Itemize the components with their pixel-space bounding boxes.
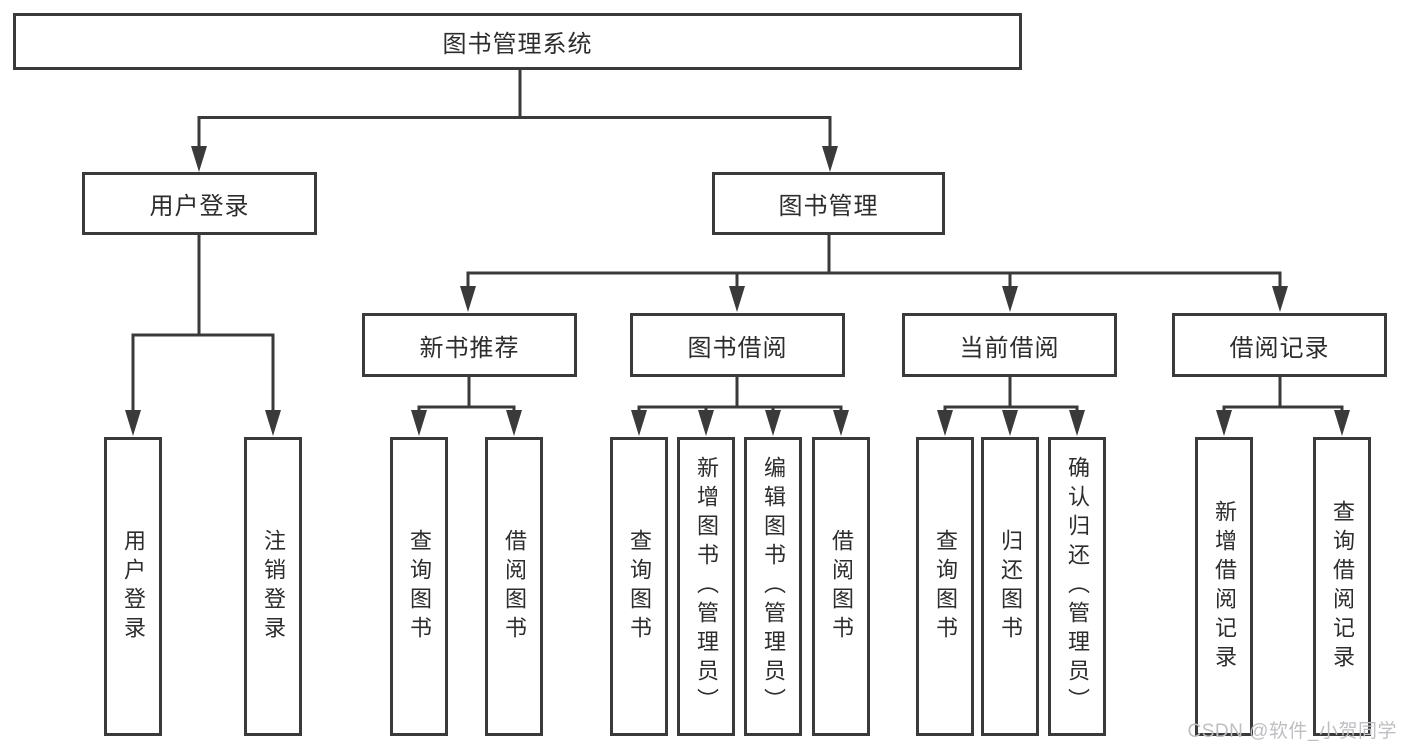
leaf-add-book-admin: 新增图书（管理员） — [677, 437, 735, 736]
node-label: 图书管理系统 — [442, 31, 593, 58]
leaf-return-book: 归还图书 — [981, 437, 1039, 736]
node-label: 查询图书 — [407, 528, 432, 645]
node-new-book-recommend: 新书推荐 — [362, 313, 577, 377]
leaf-confirm-return-admin: 确认归还（管理员） — [1048, 437, 1106, 736]
leaf-borrow-books: 借阅图书 — [812, 437, 870, 736]
leaf-query-books-recommend: 查询图书 — [390, 437, 448, 736]
node-label: 注销登录 — [261, 528, 286, 645]
node-label: 确认归还（管理员） — [1065, 456, 1090, 717]
leaf-edit-book-admin: 编辑图书（管理员） — [744, 437, 802, 736]
node-label: 用户登录 — [121, 528, 146, 645]
node-book-management: 图书管理 — [712, 172, 945, 235]
leaf-user-login: 用户登录 — [104, 437, 162, 736]
node-label: 新书推荐 — [419, 334, 520, 362]
leaf-query-borrow-record: 查询借阅记录 — [1313, 437, 1371, 736]
node-label: 归还图书 — [998, 528, 1023, 645]
watermark: CSDN @软件_小贺同学 — [1187, 721, 1397, 742]
node-root: 图书管理系统 — [13, 13, 1022, 70]
node-user-login: 用户登录 — [82, 172, 317, 235]
node-borrow-records: 借阅记录 — [1172, 313, 1387, 377]
node-label: 借阅图书 — [829, 528, 854, 645]
node-label: 查询图书 — [627, 528, 652, 645]
node-label: 图书管理 — [778, 193, 879, 220]
node-label: 图书借阅 — [687, 334, 788, 362]
node-label: 借阅记录 — [1229, 334, 1330, 362]
leaf-logout: 注销登录 — [244, 437, 302, 736]
leaf-add-borrow-record: 新增借阅记录 — [1195, 437, 1253, 736]
node-current-borrow: 当前借阅 — [902, 313, 1117, 377]
node-label: 当前借阅 — [959, 334, 1060, 362]
node-label: 查询图书 — [933, 528, 958, 645]
node-label: 编辑图书（管理员） — [761, 456, 786, 717]
leaf-borrow-books-recommend: 借阅图书 — [485, 437, 543, 736]
leaf-query-books-borrow: 查询图书 — [610, 437, 668, 736]
node-label: 新增图书（管理员） — [694, 456, 719, 717]
node-label: 用户登录 — [149, 193, 250, 220]
node-label: 新增借阅记录 — [1212, 499, 1237, 674]
node-label: 查询借阅记录 — [1330, 499, 1355, 674]
leaf-query-books-current: 查询图书 — [916, 437, 974, 736]
node-label: 借阅图书 — [502, 528, 527, 645]
node-book-borrow: 图书借阅 — [630, 313, 845, 377]
